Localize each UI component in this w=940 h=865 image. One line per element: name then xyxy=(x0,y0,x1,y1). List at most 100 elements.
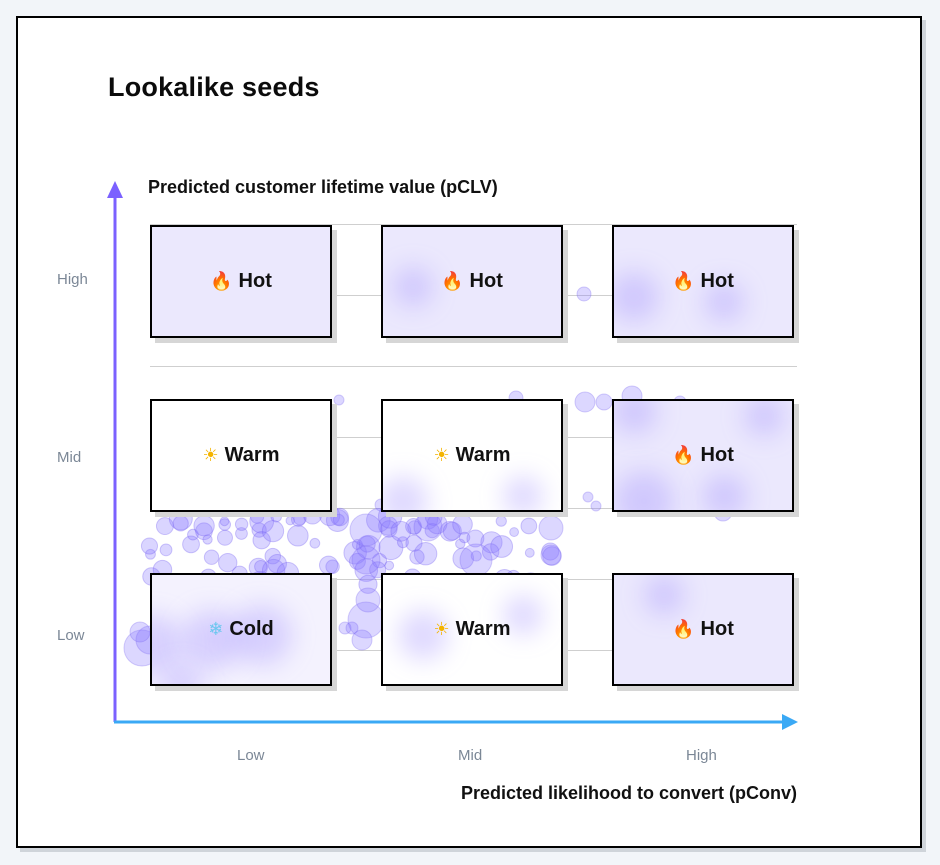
segment-tier-text: Warm xyxy=(455,618,511,640)
segment-label: 🔥Hot xyxy=(672,444,734,467)
x-tick-high: High xyxy=(686,747,717,764)
bubble xyxy=(595,393,613,411)
bubble xyxy=(426,513,448,535)
density-glow xyxy=(644,575,684,615)
fire-icon: 🔥 xyxy=(672,271,695,292)
bubble xyxy=(378,535,404,561)
density-glow xyxy=(162,665,202,684)
sun-icon: ☀ xyxy=(433,619,450,640)
y-tick-mid: Mid xyxy=(57,449,82,466)
bubble xyxy=(481,543,500,561)
bubble xyxy=(459,543,493,577)
y-axis-label: Predicted customer lifetime value (pCLV) xyxy=(148,177,498,197)
bubble xyxy=(348,552,366,570)
bubble xyxy=(195,522,213,541)
segment-tier-text: Hot xyxy=(700,618,734,640)
bubble xyxy=(354,558,379,582)
snowflake-icon: ❄ xyxy=(208,619,224,640)
bubble xyxy=(356,534,381,560)
bubble xyxy=(452,514,473,535)
bubble xyxy=(540,544,562,566)
bubble xyxy=(378,515,398,536)
segment-label: 🔥Hot xyxy=(441,270,503,293)
bubble xyxy=(318,555,339,575)
bubble xyxy=(366,507,391,533)
fire-icon: 🔥 xyxy=(672,445,695,466)
bubble xyxy=(182,535,200,554)
page-title: Lookalike seeds xyxy=(108,72,320,102)
bubble xyxy=(202,534,213,545)
segment-tier-text: Cold xyxy=(229,618,274,640)
bubble xyxy=(466,529,485,548)
segment-cell-high-pclv-mid-pconv: 🔥Hot xyxy=(381,225,563,338)
bubble xyxy=(293,511,307,526)
bubble xyxy=(380,520,398,538)
density-glow xyxy=(614,401,657,434)
density-glow xyxy=(614,471,674,510)
bubble xyxy=(264,547,282,565)
bubble xyxy=(325,508,350,532)
density-glow xyxy=(704,282,744,322)
density-glow xyxy=(744,401,784,436)
bubble xyxy=(155,517,174,536)
bubble xyxy=(455,538,466,550)
bubble xyxy=(330,507,349,527)
bubble xyxy=(358,535,376,553)
bubble xyxy=(384,560,395,571)
bubble xyxy=(542,546,562,566)
y-axis-arrow-icon xyxy=(107,181,123,198)
x-tick-low: Low xyxy=(237,747,265,764)
bubble xyxy=(333,394,345,406)
bubble xyxy=(254,559,268,574)
bubble xyxy=(172,515,189,532)
segment-label: 🔥Hot xyxy=(210,270,272,293)
bubble xyxy=(541,542,560,561)
segment-cell-high-pclv-low-pconv: 🔥Hot xyxy=(150,225,332,338)
bubble xyxy=(576,286,592,302)
segment-label: ☀Warm xyxy=(203,444,280,467)
bubble xyxy=(252,530,271,550)
bubble xyxy=(351,545,381,575)
bubble xyxy=(219,516,230,527)
segment-tier-text: Hot xyxy=(469,270,503,292)
bubble xyxy=(286,524,309,547)
bubble xyxy=(405,518,422,535)
bubble xyxy=(129,621,151,643)
bubble xyxy=(405,534,423,552)
bubble xyxy=(390,520,412,542)
bubble xyxy=(251,522,267,538)
bubble xyxy=(490,535,514,558)
bubble xyxy=(218,518,231,531)
bubble xyxy=(495,515,507,527)
density-glow xyxy=(503,476,543,510)
bubble xyxy=(345,621,359,635)
bubble xyxy=(371,553,388,569)
segment-tier-text: Hot xyxy=(700,270,734,292)
segment-tier-text: Hot xyxy=(238,270,272,292)
bubble xyxy=(343,541,367,565)
density-glow xyxy=(701,473,747,510)
density-glow xyxy=(398,610,448,660)
bubble xyxy=(590,500,602,512)
bubble xyxy=(285,516,295,526)
density-glow xyxy=(232,605,292,665)
bubble xyxy=(203,549,220,565)
fire-icon: 🔥 xyxy=(672,619,695,640)
bubble xyxy=(338,621,352,635)
bubble xyxy=(193,515,215,537)
segment-label: 🔥Hot xyxy=(672,618,734,641)
density-glow xyxy=(614,272,659,322)
x-axis-arrow-icon xyxy=(782,714,798,730)
x-axis-label: Predicted likelihood to convert (pConv) xyxy=(460,783,797,803)
bubble xyxy=(261,519,285,543)
density-glow xyxy=(503,595,543,635)
bubble xyxy=(574,391,596,413)
y-tick-high: High xyxy=(57,271,88,288)
segment-cell-low-pclv-low-pconv: ❄Cold xyxy=(150,573,332,686)
bubble xyxy=(325,559,340,574)
bubble xyxy=(351,539,363,550)
bubble xyxy=(413,512,443,542)
bubble xyxy=(234,517,249,531)
bubble xyxy=(520,517,538,535)
bubble xyxy=(413,542,438,566)
